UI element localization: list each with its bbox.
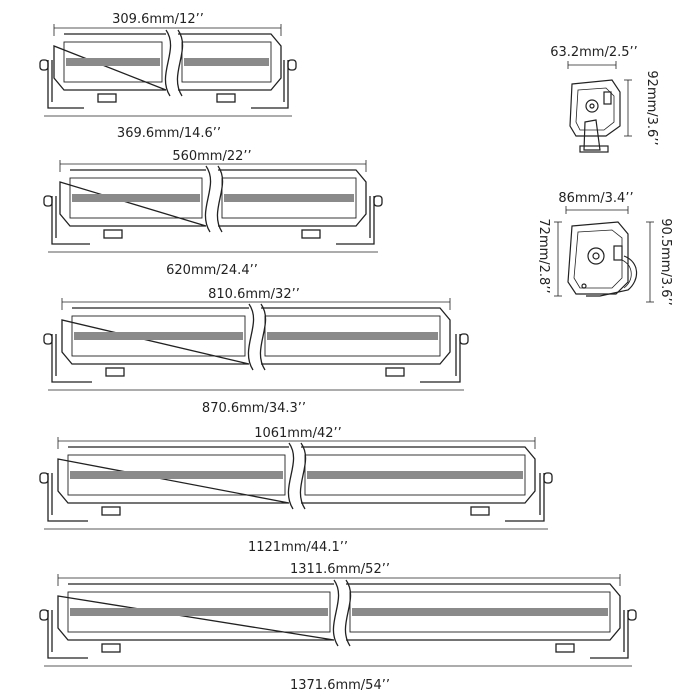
bar-22-bracket-left bbox=[51, 196, 90, 245]
bar-22-break-left bbox=[204, 165, 212, 233]
bar-42-inner-left bbox=[67, 454, 286, 496]
bar-32-drawing bbox=[43, 298, 469, 391]
bar-42-foot-right bbox=[470, 506, 490, 516]
bar-22-bolt-right bbox=[373, 195, 383, 207]
bar-12-inner-right bbox=[181, 41, 272, 83]
bar-42-break-right bbox=[299, 442, 307, 510]
bar-12-led-strip-right bbox=[184, 58, 269, 66]
side-large-right-height-label: 90.5mm/3.6’’ bbox=[658, 218, 673, 306]
bar-12-foot-left bbox=[97, 93, 117, 103]
bar-52-led-strip-left bbox=[70, 608, 328, 616]
bar-32-foot-left bbox=[105, 367, 125, 377]
bar-42-bracket-left bbox=[47, 473, 88, 522]
bar-32-led-strip-right bbox=[267, 332, 438, 340]
bar-32-bracket-left bbox=[51, 334, 92, 383]
side-large-width-label: 86mm/3.4’’ bbox=[558, 191, 633, 206]
bar-22-top-label: 560mm/22’’ bbox=[172, 149, 251, 164]
bar-52-break-left bbox=[332, 579, 340, 647]
bar-22-drawing bbox=[43, 160, 383, 253]
bar-52-bracket-left bbox=[47, 610, 88, 659]
bar-22-bracket-right bbox=[336, 196, 375, 245]
bar-32-inner-left bbox=[71, 315, 246, 357]
bar-32-top-label: 810.6mm/32’’ bbox=[208, 287, 300, 302]
bar-22-foot-right bbox=[301, 229, 321, 239]
bar-52-inner-right bbox=[349, 591, 611, 633]
bar-52-bolt-right bbox=[627, 609, 637, 621]
side-view-small bbox=[567, 61, 632, 153]
bar-32-bolt-left bbox=[43, 333, 53, 345]
bar-12-led-strip-left bbox=[66, 58, 160, 66]
bar-52-foot-left bbox=[101, 643, 121, 653]
bar-42-bolt-right bbox=[543, 472, 553, 484]
bar-12-bottom-label: 369.6mm/14.6’’ bbox=[117, 126, 221, 141]
bar-32-bracket-right bbox=[420, 334, 461, 383]
bar-22-inner-left bbox=[69, 177, 203, 219]
bar-12-inner-left bbox=[63, 41, 163, 83]
bar-32-bottom-label: 870.6mm/34.3’’ bbox=[202, 401, 306, 416]
bar-12-break-left bbox=[164, 29, 172, 97]
bar-32-foot-right bbox=[385, 367, 405, 377]
bar-52-drawing bbox=[39, 574, 637, 667]
bar-52-bolt-left bbox=[39, 609, 49, 621]
bar-42-bottom-label: 1121mm/44.1’’ bbox=[248, 540, 348, 555]
side-large-left-height-label: 72mm/2.8’’ bbox=[536, 218, 551, 293]
bar-32-led-strip-left bbox=[74, 332, 243, 340]
bar-52-top-label: 1311.6mm/52’’ bbox=[290, 562, 390, 577]
bar-52-led-strip-right bbox=[352, 608, 608, 616]
bar-12-foot-right bbox=[216, 93, 236, 103]
side-view-large bbox=[554, 206, 654, 303]
bar-52-break-right bbox=[344, 579, 352, 647]
bar-42-break-left bbox=[287, 442, 295, 510]
bar-52-inner-left bbox=[67, 591, 331, 633]
bar-42-bracket-right bbox=[505, 473, 545, 522]
bar-22-led-strip-left bbox=[72, 194, 200, 202]
bar-52-bracket-right bbox=[590, 610, 629, 659]
bar-12-break-right bbox=[176, 29, 184, 97]
bar-12-bolt-right bbox=[287, 59, 297, 71]
bar-42-drawing bbox=[39, 437, 553, 530]
bar-12-bracket-right bbox=[251, 60, 289, 109]
bar-32-break-right bbox=[259, 303, 267, 371]
bars-layer bbox=[39, 24, 637, 667]
bar-12-bracket-left bbox=[47, 60, 84, 109]
bar-22-bottom-label: 620mm/24.4’’ bbox=[166, 263, 258, 278]
bar-42-led-strip-right bbox=[307, 471, 523, 479]
bar-32-break-left bbox=[247, 303, 255, 371]
bar-32-bolt-right bbox=[459, 333, 469, 345]
side-small-width-label: 63.2mm/2.5’’ bbox=[550, 45, 638, 60]
bar-42-foot-left bbox=[101, 506, 121, 516]
bar-22-break-right bbox=[216, 165, 224, 233]
bar-42-led-strip-left bbox=[70, 471, 283, 479]
bar-22-inner-right bbox=[221, 177, 357, 219]
bar-12-bolt-left bbox=[39, 59, 49, 71]
bar-12-drawing bbox=[39, 24, 297, 117]
bar-42-inner-right bbox=[304, 454, 526, 496]
bar-22-bolt-left bbox=[43, 195, 53, 207]
bar-52-bottom-label: 1371.6mm/54’’ bbox=[290, 678, 390, 693]
bar-32-inner-right bbox=[264, 315, 441, 357]
bar-22-foot-left bbox=[103, 229, 123, 239]
side-small-height-label: 92mm/3.6’’ bbox=[644, 70, 659, 145]
bar-22-led-strip-right bbox=[224, 194, 354, 202]
bar-12-top-label: 309.6mm/12’’ bbox=[112, 12, 204, 27]
bar-52-foot-right bbox=[555, 643, 575, 653]
bar-42-bolt-left bbox=[39, 472, 49, 484]
bar-42-top-label: 1061mm/42’’ bbox=[254, 426, 342, 441]
